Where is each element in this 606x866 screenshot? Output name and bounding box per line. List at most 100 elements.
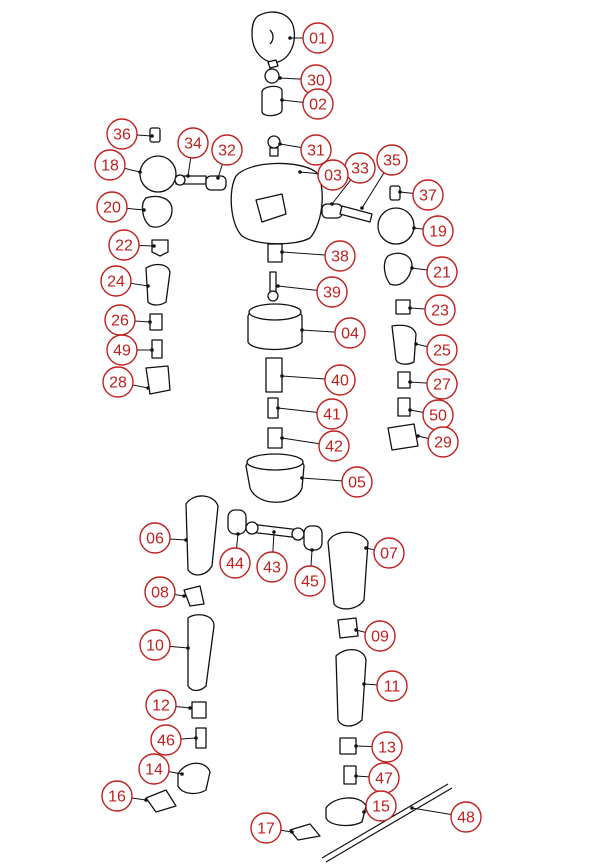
- part-ankle-ball-right: [343, 765, 357, 785]
- part-label-circle: [324, 240, 356, 272]
- leader-tip-25: [414, 342, 418, 346]
- leader-tip-39: [276, 284, 280, 288]
- part-label-number: 30: [307, 73, 325, 90]
- part-label-43: 43: [256, 551, 288, 583]
- part-label-circle: [412, 179, 444, 211]
- leader-tip-38: [280, 250, 284, 254]
- part-label-number: 39: [323, 285, 341, 302]
- part-peg-36: [149, 127, 161, 143]
- part-label-number: 17: [257, 821, 275, 838]
- part-label-circle: [100, 265, 132, 297]
- part-cap-32: [205, 175, 227, 191]
- leader-tip-22: [152, 244, 156, 248]
- leader-tip-19: [412, 226, 416, 230]
- part-label-19: 19: [422, 215, 454, 247]
- part-label-circle: [177, 127, 209, 159]
- leader-tip-18: [138, 170, 142, 174]
- part-label-number: 28: [109, 375, 127, 392]
- part-label-number: 23: [431, 303, 449, 320]
- leader-line-37: [399, 191, 414, 194]
- part-label-13: 13: [371, 731, 403, 763]
- part-label-circle: [371, 731, 403, 763]
- part-label-number: 13: [378, 740, 396, 757]
- part-label-circle: [145, 689, 177, 721]
- part-label-circle: [334, 317, 366, 349]
- leader-tip-08: [182, 594, 186, 598]
- part-forearm-left: [145, 263, 171, 306]
- part-shoulder-pin-35: [339, 205, 373, 223]
- leader-line-50: [409, 409, 424, 413]
- leader-line-18: [124, 167, 141, 173]
- part-hand-left: [145, 365, 171, 395]
- part-label-49: 49: [106, 334, 138, 366]
- part-neck-block: [261, 85, 283, 117]
- part-label-04: 04: [334, 317, 366, 349]
- part-label-45: 45: [294, 565, 326, 597]
- part-label-number: 14: [145, 762, 163, 779]
- part-upperarm-left: [141, 195, 173, 228]
- part-label-number: 43: [263, 560, 281, 577]
- leader-line-30: [279, 77, 302, 80]
- leader-line-26: [134, 320, 151, 323]
- part-label-circle: [219, 547, 251, 579]
- part-label-number: 49: [113, 343, 131, 360]
- part-shoulder-left: [139, 155, 177, 193]
- part-label-circle: [106, 334, 138, 366]
- part-label-circle: [426, 334, 458, 366]
- leader-tip-47: [354, 774, 358, 778]
- part-label-40: 40: [324, 364, 356, 396]
- leader-line-12: [175, 706, 191, 709]
- part-label-number: 16: [108, 789, 126, 806]
- part-label-47: 47: [368, 762, 400, 794]
- part-label-circle: [139, 522, 171, 554]
- leader-tip-43: [272, 530, 276, 534]
- part-label-number: 25: [433, 343, 451, 360]
- part-label-20: 20: [96, 191, 128, 223]
- part-label-07: 07: [373, 537, 405, 569]
- part-label-circle: [316, 398, 348, 430]
- part-label-33: 33: [344, 152, 376, 184]
- part-label-number: 03: [324, 168, 342, 185]
- leader-tip-17: [290, 830, 294, 834]
- leader-tip-41: [276, 406, 280, 410]
- part-label-circle: [138, 753, 170, 785]
- part-label-12: 12: [145, 689, 177, 721]
- part-label-circle: [316, 276, 348, 308]
- part-shoulder-right: [377, 207, 415, 245]
- part-label-number: 09: [371, 629, 389, 646]
- part-label-number: 12: [152, 698, 170, 715]
- leader-tip-37: [398, 190, 402, 194]
- part-elbow-right: [395, 299, 411, 315]
- part-label-circle: [302, 22, 334, 54]
- part-label-number: 32: [218, 143, 236, 160]
- part-label-circle: [96, 191, 128, 223]
- part-label-39: 39: [316, 276, 348, 308]
- part-label-circle: [324, 364, 356, 396]
- part-label-circle: [365, 790, 397, 822]
- part-label-number: 05: [348, 475, 366, 492]
- part-label-number: 10: [146, 638, 164, 655]
- leader-tip-07: [364, 546, 368, 550]
- leader-line-16: [131, 797, 147, 801]
- leader-line-28: [132, 384, 149, 389]
- part-label-circle: [294, 565, 326, 597]
- part-wrist-right: [397, 371, 411, 389]
- part-shin-right: [335, 649, 367, 727]
- part-label-number: 38: [331, 249, 349, 266]
- leader-tip-30: [278, 76, 282, 80]
- part-label-number: 45: [301, 574, 319, 591]
- leader-line-05: [301, 477, 343, 482]
- leader-line-22: [138, 245, 155, 247]
- leader-tip-11: [362, 682, 366, 686]
- part-ankle-ball-left: [195, 727, 207, 749]
- part-label-number: 19: [429, 224, 447, 241]
- part-label-number: 04: [341, 326, 359, 343]
- part-spine-39-ball: [267, 290, 279, 302]
- part-label-21: 21: [426, 256, 458, 288]
- part-label-48: 48: [450, 801, 482, 833]
- part-label-number: 42: [325, 439, 343, 456]
- part-label-number: 27: [433, 377, 451, 394]
- part-label-50: 50: [422, 399, 454, 431]
- part-foot-15: [325, 797, 367, 827]
- part-spine-39: [269, 271, 277, 293]
